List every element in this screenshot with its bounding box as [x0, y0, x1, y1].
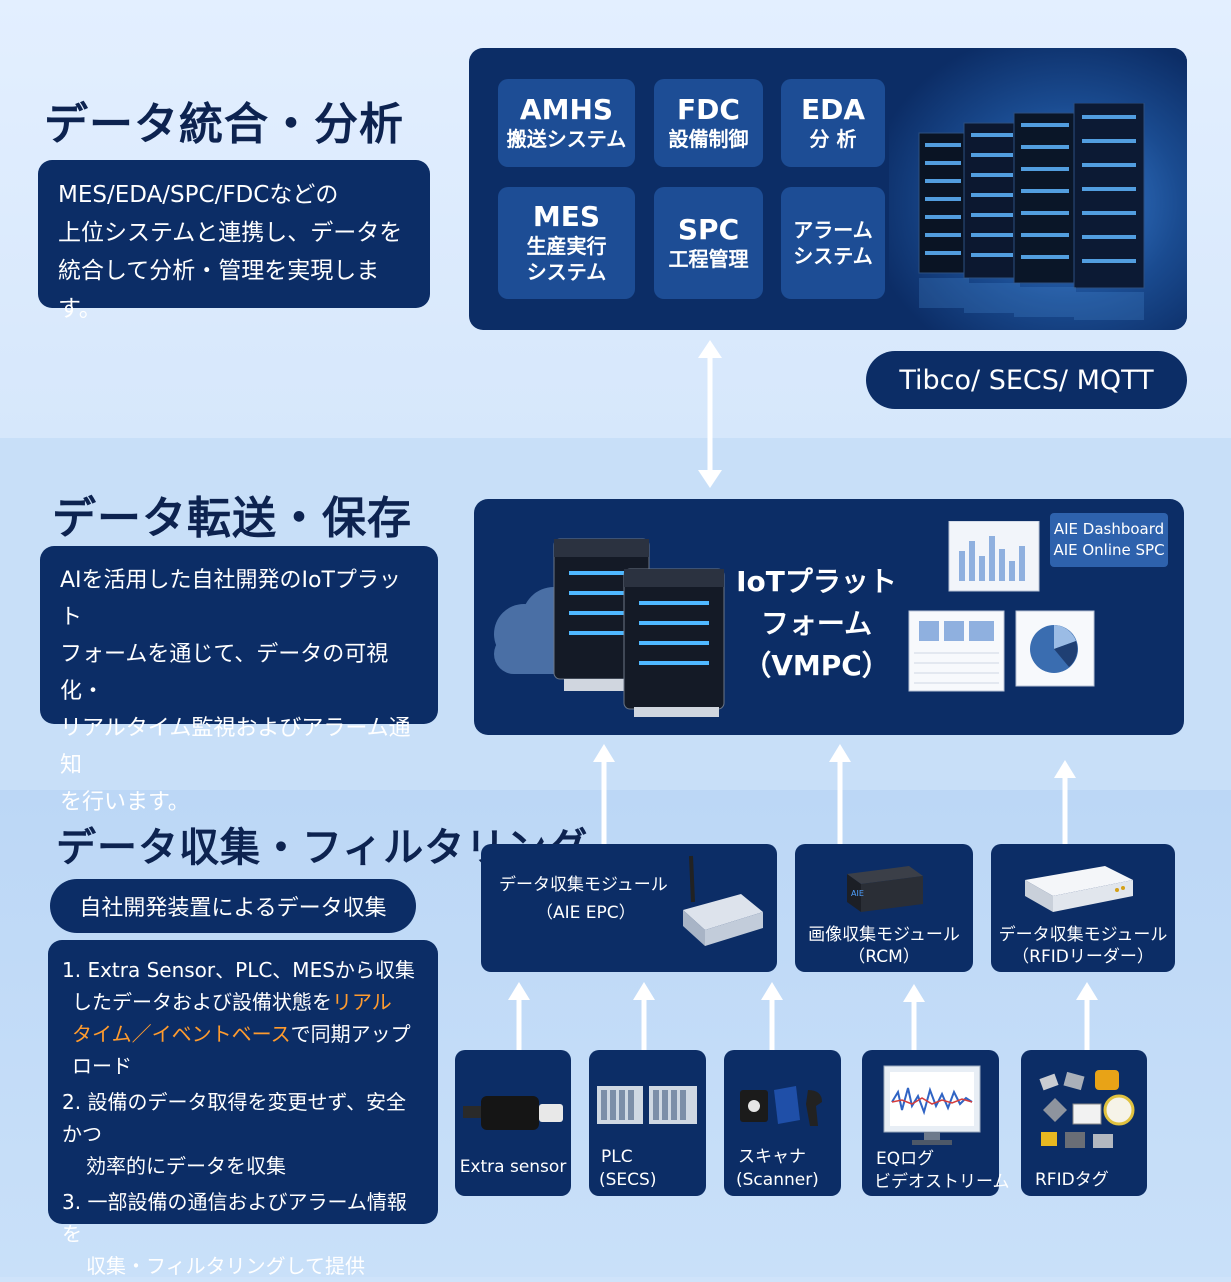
device-scanner: スキャナ (Scanner)	[724, 1050, 841, 1196]
module-rfid-reader: データ収集モジュール （RFIDリーダー）	[991, 844, 1175, 972]
platform-label: IoTプラット フォーム （VMPC）	[736, 565, 897, 682]
collection-list: 1. Extra Sensor、PLC、MESから収集 したデータおよび設備状態…	[48, 940, 438, 1278]
transfer-heading: データ転送・保存	[52, 493, 412, 544]
collection-item-1: 1. Extra Sensor、PLC、MESから収集 したデータおよび設備状態…	[62, 958, 415, 1078]
arrow-rfid-to-platform-icon	[1054, 760, 1076, 844]
module-aie-epc: データ収集モジュール （AIE EPC）	[481, 844, 777, 972]
dashboard-screens-icon	[908, 521, 1095, 692]
transfer-description: AIを活用した自社開発のIoTプラット フォームを通じて、データの可視化・ リア…	[40, 546, 438, 815]
protocol-pill: Tibco/ SECS/ MQTT	[866, 351, 1187, 409]
epc-device-icon	[683, 855, 763, 946]
arrow-epc-to-platform-icon	[593, 744, 615, 844]
device-extra-sensor: Extra sensor	[455, 1050, 571, 1196]
sensor-icon	[463, 1096, 563, 1130]
arrow-sensor-to-epc-icon	[508, 982, 530, 1050]
bidirectional-arrow-icon	[698, 340, 722, 488]
module-rcm: AIE 画像収集モジュール （RCM）	[795, 844, 973, 972]
arrow-rcm-to-platform-icon	[829, 744, 851, 844]
collection-item-3: 3. 一部設備の通信およびアラーム情報を 収集・フィルタリングして提供	[62, 1190, 407, 1278]
server-icon	[553, 538, 725, 717]
arrow-eqlog-to-rcm-icon	[903, 984, 925, 1050]
rfid-tags-icon	[1039, 1070, 1135, 1148]
iot-platform-panel: IoTプラット フォーム （VMPC） AIE Dashboard AIE On…	[474, 499, 1184, 735]
camera-box-icon: AIE	[847, 866, 923, 912]
tile-amhs: AMHS 搬送システム	[498, 79, 635, 167]
rfid-reader-icon	[1025, 866, 1133, 912]
server-rack-icon	[918, 103, 1145, 320]
device-plc: PLC (SECS)	[589, 1050, 706, 1196]
arrow-plc-to-epc-icon	[633, 982, 655, 1050]
integration-description: MES/EDA/SPC/FDCなどの 上位システムと連携し、データを 統合して分…	[38, 160, 430, 322]
collection-item-2: 2. 設備のデータ取得を変更せず、安全かつ 効率的にデータを収集	[62, 1090, 407, 1178]
dashboard-badge: AIE Dashboard AIE Online SPC	[1050, 513, 1168, 567]
tile-spc: SPC 工程管理	[654, 187, 763, 299]
device-eq-log: EQログ ビデオストリーム	[862, 1050, 1010, 1196]
arrow-tag-to-reader-icon	[1076, 982, 1098, 1050]
tile-alarm: アラーム システム	[781, 187, 885, 299]
integration-heading: データ統合・分析	[44, 99, 404, 150]
tile-mes: MES 生産実行 システム	[498, 187, 635, 299]
monitor-icon	[883, 1065, 981, 1145]
tile-fdc: FDC 設備制御	[654, 79, 763, 167]
collection-subtitle: 自社開発装置によるデータ収集	[50, 879, 416, 933]
tile-eda: EDA 分 析	[781, 79, 885, 167]
svg-text:AIE: AIE	[851, 889, 864, 898]
scanner-icon	[740, 1086, 822, 1126]
upper-systems-panel: AMHS 搬送システム FDC 設備制御 EDA 分 析 MES 生産実行 シス…	[469, 48, 1187, 330]
arrow-scanner-to-epc-icon	[761, 982, 783, 1050]
device-rfid-tag: RFIDタグ	[1021, 1050, 1147, 1196]
plc-icon	[597, 1086, 697, 1124]
